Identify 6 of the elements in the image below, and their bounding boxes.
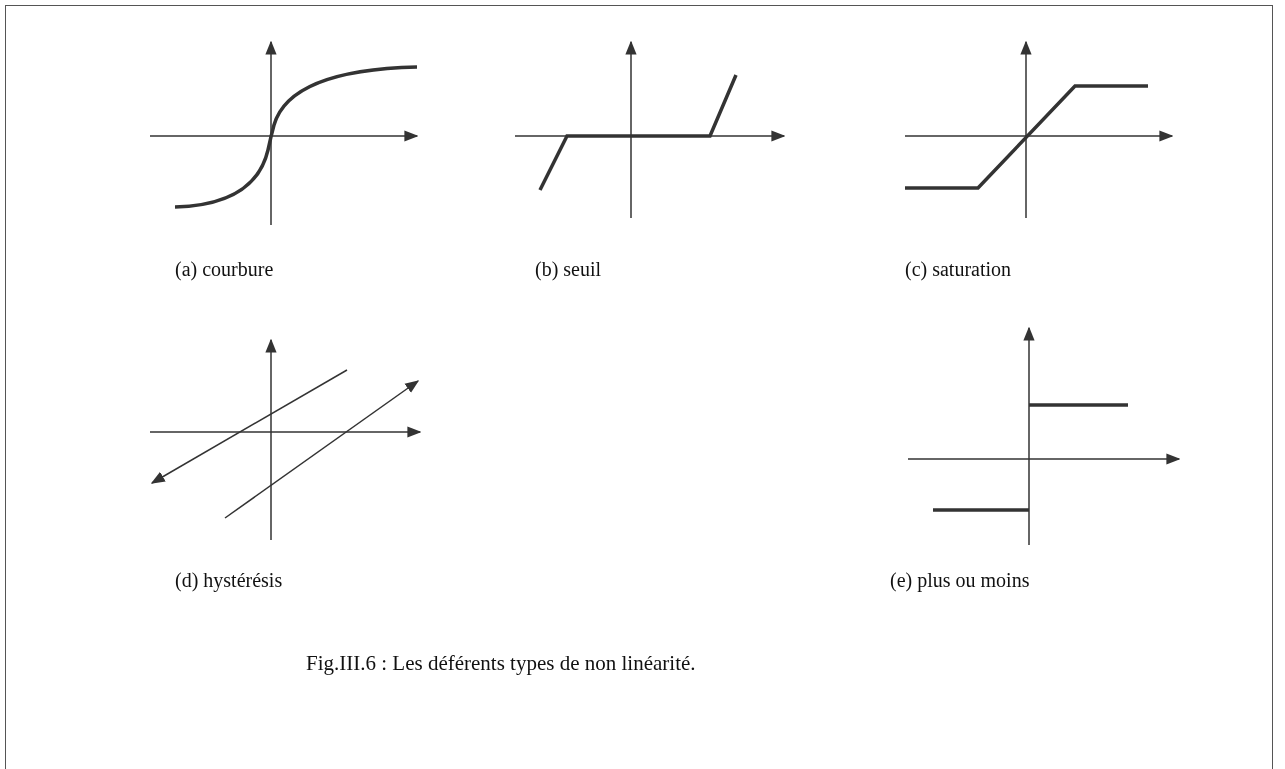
graph-caption: (b) seuil xyxy=(535,257,602,281)
graph-caption: (a) courbure xyxy=(175,257,274,281)
graph-caption: (e) plus ou moins xyxy=(890,568,1030,592)
graph-caption: (d) hystérésis xyxy=(175,568,283,592)
graph-caption: (c) saturation xyxy=(905,257,1012,281)
figure-caption: Fig.III.6 : Les déférents types de non linéarité. xyxy=(306,651,696,677)
